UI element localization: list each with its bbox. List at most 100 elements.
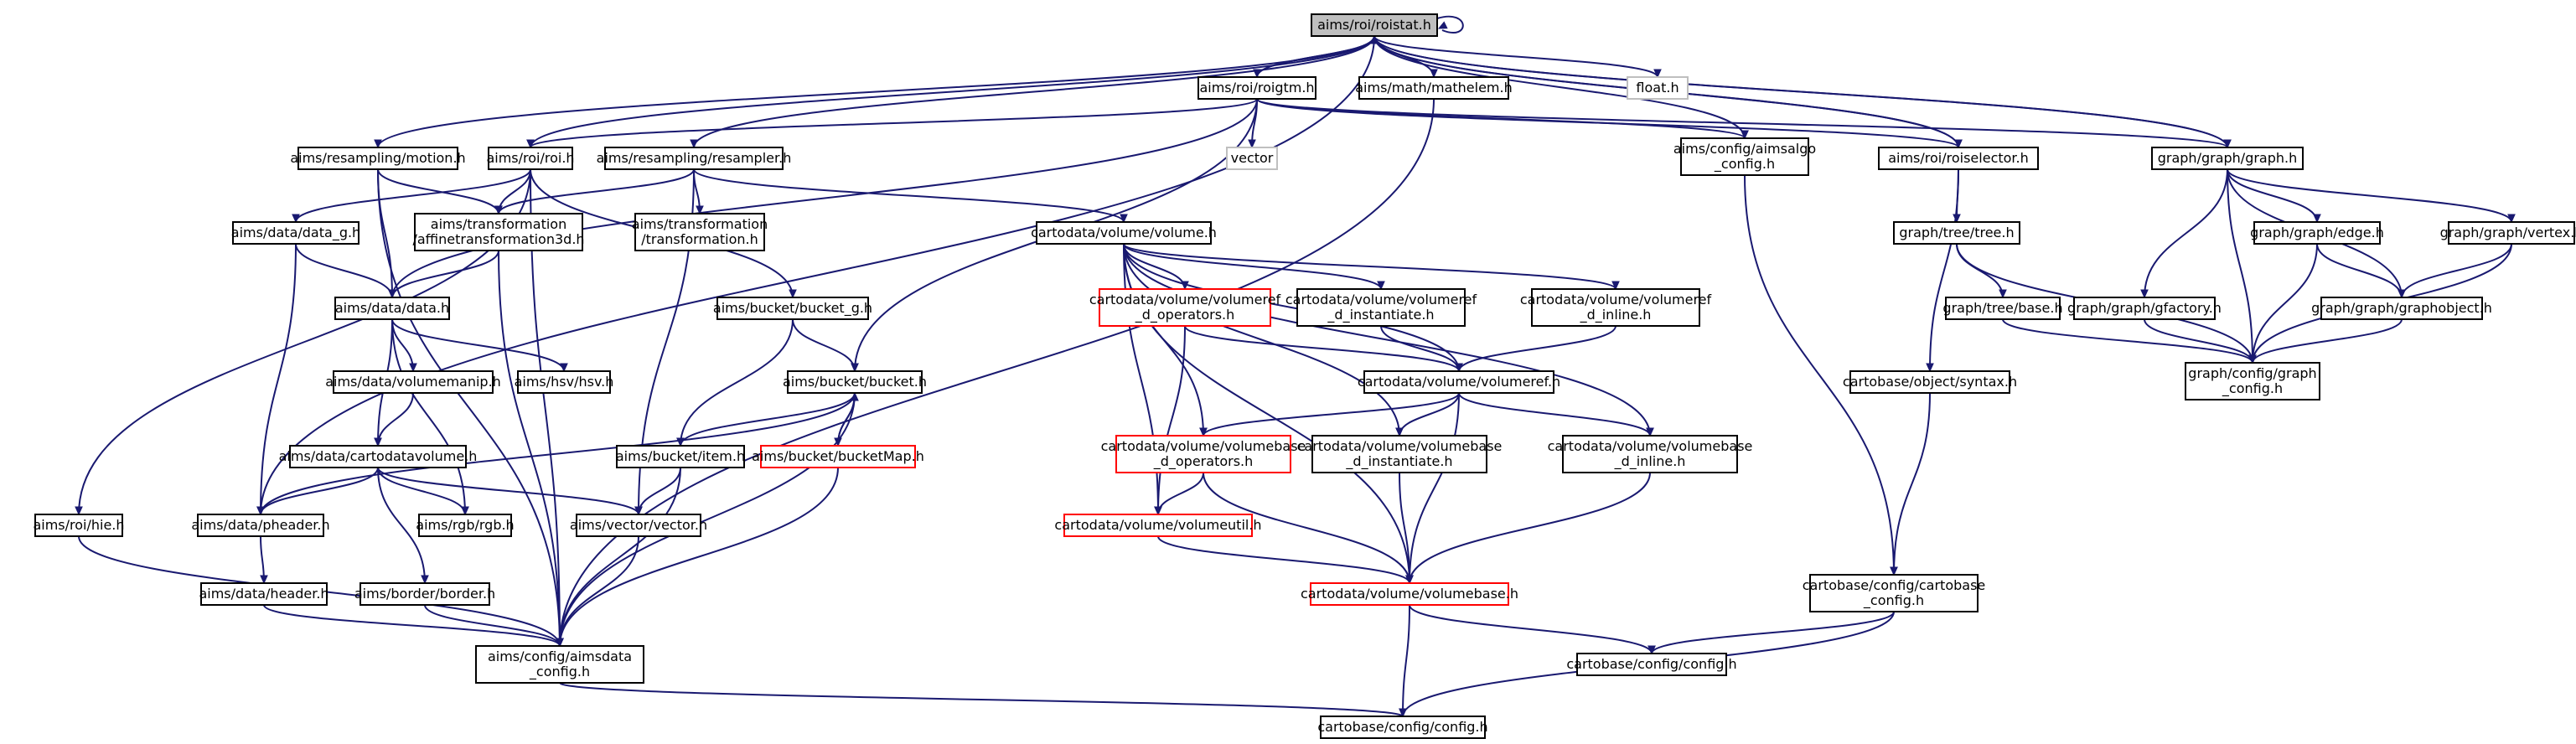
graph-node-motion[interactable]: aims/resampling/motion.h [290, 147, 466, 170]
dependency-edge [1956, 243, 2004, 298]
graph-node-resampler[interactable]: aims/resampling/resampler.h [597, 147, 792, 170]
graph-node-borderh[interactable]: aims/border/border.h [354, 582, 495, 606]
graph-node-itemh[interactable]: aims/bucket/item.h [616, 445, 745, 468]
dependency-edge [2252, 318, 2403, 364]
graph-node-volutil[interactable]: cartodata/volume/volumeutil.h [1054, 514, 1262, 537]
graph-node-gfactory[interactable]: graph/graph/gfactory.h [2067, 297, 2222, 320]
node-label: cartodata/volume/volumebase.h [1301, 586, 1518, 602]
dependency-edge [1157, 325, 1186, 515]
dependency-edge [1256, 98, 1959, 148]
node-box [1311, 435, 1487, 473]
graph-node-volumeh[interactable]: cartodata/volume/volume.h [1031, 221, 1217, 245]
node-label: aims/transformation [632, 216, 768, 232]
edge-arrowhead [696, 205, 704, 215]
node-box [1115, 435, 1291, 473]
graph-node-roigtm[interactable]: aims/roi/roigtm.h [1197, 76, 1316, 100]
graph-node-bucketh[interactable]: aims/bucket/bucket.h [783, 370, 927, 394]
node-label: _d_inline.h [1614, 453, 1686, 470]
graph-node-cartodatavolume[interactable]: aims/data/cartodatavolume.h [279, 445, 478, 468]
graph-node-volumeref[interactable]: cartodata/volume/volumeref.h [1358, 370, 1560, 394]
graph-node-transformation[interactable]: aims/transformation/transformation.h [632, 213, 768, 251]
dependency-edge [1123, 243, 1616, 290]
graph-node-edgeh[interactable]: graph/graph/edge.h [2250, 221, 2384, 245]
node-label: _config.h [529, 664, 590, 680]
node-label: aims/data/volumemanip.h [325, 374, 501, 390]
graph-node-vectorstd[interactable]: vector [1226, 147, 1278, 170]
graph-node-graphh[interactable]: graph/graph/graph.h [2151, 147, 2304, 170]
graph-node-volref_inst[interactable]: cartodata/volume/volumeref_d_instantiate… [1285, 288, 1477, 327]
graph-node-roiselector[interactable]: aims/roi/roiselector.h [1878, 147, 2039, 170]
graph-node-roih[interactable]: aims/roi/roi.h [486, 147, 575, 170]
graph-node-aimsalgo[interactable]: aims/config/aimsalgo_config.h [1673, 137, 1816, 176]
node-label: _d_instantiate.h [1327, 307, 1434, 323]
graph-node-headerh[interactable]: aims/data/header.h [199, 582, 329, 606]
dependency-edge [1256, 98, 2228, 148]
graph-node-hsv[interactable]: aims/hsv/hsv.h [515, 370, 614, 394]
dependency-edge [424, 604, 561, 647]
node-box [1226, 147, 1278, 170]
graph-node-volref_ops[interactable]: cartodata/volume/volumeref_d_operators.h [1089, 288, 1281, 327]
graph-node-volbase_ops[interactable]: cartodata/volume/volumebase_d_operators.… [1101, 435, 1306, 473]
graph-node-graphobject[interactable]: graph/graph/graphobject.h [2311, 297, 2492, 320]
graph-node-volbase_inline[interactable]: cartodata/volume/volumebase_d_inline.h [1548, 435, 1753, 473]
graph-node-pheader[interactable]: aims/data/pheader.h [191, 514, 330, 537]
dependency-edge [1123, 243, 1382, 290]
edge-arrowhead [374, 437, 382, 447]
dependency-edge [260, 467, 379, 515]
node-layer: aims/roi/roistat.h aims/roi/roigtm.h aims/… [33, 13, 2576, 739]
graph-node-volbase_inst[interactable]: cartodata/volume/volumebase_d_instantiat… [1297, 435, 1503, 473]
dependency-edge [1744, 174, 1895, 576]
graph-node-treeh[interactable]: graph/tree/tree.h [1893, 221, 2020, 245]
node-box [1531, 288, 1700, 327]
node-label: cartodata/volume/volumeref [1520, 292, 1712, 307]
edge-arrowhead [1741, 130, 1749, 140]
node-label: cartodata/volume/volumeref [1089, 292, 1281, 307]
node-box [517, 370, 611, 394]
graph-node-vertexh[interactable]: graph/graph/vertex.h [2440, 221, 2576, 245]
node-box [232, 221, 360, 245]
graph-node-syntax[interactable]: cartobase/object/syntax.h [1843, 370, 2017, 394]
node-label: cartodata/volume/volumebase [1548, 438, 1753, 454]
node-label: aims/bucket/bucket_g.h [713, 300, 872, 317]
edge-arrowhead [560, 363, 568, 373]
edge-arrowhead [1653, 69, 1662, 79]
graph-node-cartobase_config[interactable]: cartobase/config/cartobase_config.h [1803, 574, 1986, 612]
graph-node-roistat[interactable]: aims/roi/roistat.h [1311, 13, 1438, 37]
node-label: aims/rgb/rgb.h [416, 517, 514, 533]
node-box [200, 582, 328, 606]
graph-node-datah[interactable]: aims/data/data.h [334, 297, 450, 320]
node-box [760, 445, 916, 468]
dependency-edge [530, 98, 1258, 148]
graph-node-vectorh[interactable]: aims/vector/vector.h [570, 514, 707, 537]
graph-node-mathelem[interactable]: aims/math/mathelem.h [1355, 76, 1513, 100]
node-label: cartobase/object/syntax.h [1843, 374, 2017, 390]
graph-node-graph_config[interactable]: graph/config/graph_config.h [2185, 362, 2320, 400]
edge-arrowhead [1120, 214, 1128, 224]
dependency-edge [377, 168, 499, 214]
dependency-edge [391, 250, 499, 298]
dependency-edge [377, 467, 426, 584]
dependency-edge [391, 98, 1258, 298]
graph-node-affine[interactable]: aims/transformation/affinetransformation… [412, 213, 585, 251]
graph-node-volumebase[interactable]: cartodata/volume/volumebase.h [1301, 582, 1518, 606]
edge-arrowhead [256, 506, 265, 516]
graph-node-cb_config_h[interactable]: cartobase/config/config.h [1566, 653, 1737, 676]
graph-node-volmanip[interactable]: aims/data/volumemanip.h [325, 370, 501, 394]
graph-node-bucket_g[interactable]: aims/bucket/bucket_g.h [713, 297, 872, 320]
dependency-edge [2144, 318, 2253, 364]
graph-node-bucketmap[interactable]: aims/bucket/bucketMap.h [752, 445, 924, 468]
edge-arrowhead [75, 506, 83, 516]
graph-node-baseh[interactable]: graph/tree/base.h [1942, 297, 2063, 320]
graph-node-data_g[interactable]: aims/data/data_g.h [231, 221, 360, 245]
node-box [1878, 147, 2039, 170]
node-box [1358, 76, 1509, 100]
graph-node-aimsdata_config[interactable]: aims/config/aimsdata_config.h [475, 645, 644, 684]
graph-node-hieh[interactable]: aims/roi/hie.h [33, 514, 125, 537]
node-box [2073, 297, 2216, 320]
graph-node-volref_inline[interactable]: cartodata/volume/volumeref_d_inline.h [1520, 288, 1712, 327]
graph-node-floath[interactable]: float.h [1627, 76, 1689, 100]
dependency-edge [1409, 604, 1653, 654]
dependency-edge [1203, 392, 1460, 437]
graph-node-config_h[interactable]: cartobase/config/config.h [1317, 716, 1488, 739]
graph-node-rgbh[interactable]: aims/rgb/rgb.h [416, 514, 515, 537]
